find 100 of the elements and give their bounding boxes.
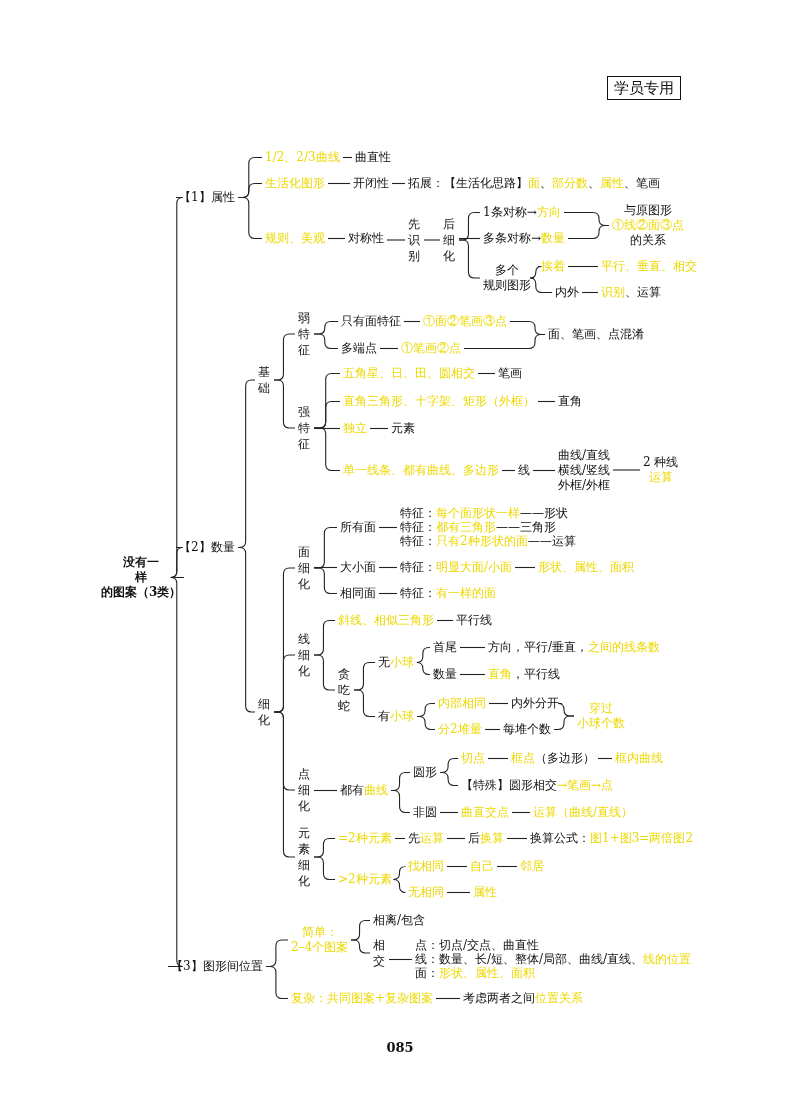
topic-text: 细化 (255, 696, 274, 728)
topic-text: 无相同 (405, 884, 447, 900)
topic-text: 形状、属性、面积 (535, 559, 637, 575)
topic-text: 面：形状、属性、面积 (412, 965, 538, 981)
topic-text: 直角，平行线 (485, 666, 563, 682)
topic-text: 单一线条、都有曲线、多边形 (340, 462, 502, 478)
connector-line (416, 646, 431, 664)
topic-text: 非圆 (410, 804, 440, 820)
connector-line (458, 237, 481, 240)
connector-line (484, 728, 501, 731)
topic-text: 挨着 (538, 258, 568, 274)
topic-text: 简单：2–4个图案 (288, 925, 352, 955)
topic-text: 每堆个数 (500, 721, 554, 737)
connector-line (612, 469, 641, 471)
topic-text: 线：数量、长/短、整体/局部、曲线/直线、线的位置 (412, 951, 695, 967)
topic-text: 大小面 (337, 559, 379, 575)
topic-text: ①面②笔画③点 (420, 313, 510, 329)
topic-text: 直角三角形、十字架、矩形（外框） (340, 393, 538, 409)
connector-line (313, 333, 339, 350)
connector-line (496, 865, 518, 868)
topic-text: 贪吃蛇 (335, 666, 354, 714)
connector-line (567, 265, 599, 268)
topic-text: 1/2、2/3曲线 (262, 149, 343, 165)
topic-text: 点细化 (295, 766, 314, 814)
connector-line (477, 372, 496, 375)
connector-line (446, 891, 471, 894)
connector-line (439, 771, 459, 787)
topic-text: 面细化 (295, 544, 314, 592)
connector-line (416, 715, 436, 731)
connector-line (378, 566, 398, 569)
topic-text: 面、笔画、点混淆 (545, 326, 647, 342)
topic-text: 1条对称→方向 (480, 204, 564, 220)
connector-line (394, 837, 406, 840)
topic-text: 首尾 (430, 639, 460, 655)
topic-text: 曲直交点 (458, 804, 512, 820)
topic-text: 多端点 (338, 340, 380, 356)
topic-text: 2 种线运算 (640, 455, 682, 485)
topic-text: 邻居 (517, 858, 547, 874)
topic-text: 只有面特征 (338, 313, 404, 329)
topic-text: 平行线 (453, 612, 495, 628)
topic-text: 点：切点/交点、曲直性 (412, 937, 543, 953)
topic-text: 复杂：共同图案+复杂图案 (288, 990, 437, 1006)
connector-line (378, 526, 398, 529)
topic-text: 斜线、相似三角形 (335, 612, 437, 628)
connector-line (529, 277, 553, 294)
connector-line (459, 673, 486, 676)
topic-text: 相交 (370, 937, 389, 969)
connector-line (501, 469, 516, 472)
connector-line (265, 965, 289, 1000)
topic-text: 换算公式：图1+图3=两倍图2 (527, 830, 696, 846)
topic-text: 数量 (430, 666, 460, 682)
topic-text: 后换算 (465, 830, 507, 846)
topic-text: 开闭性 (350, 175, 392, 191)
topic-text: 运算（曲线/直线） (530, 804, 637, 820)
connector-line (439, 811, 459, 814)
connector-line (342, 156, 353, 159)
connector-line (350, 939, 371, 954)
connector-line (463, 333, 546, 350)
connector-line (391, 182, 406, 185)
topic-text: 内外分开 (508, 695, 562, 711)
topic-text: 特征：只有2种形状的面——运算 (397, 533, 579, 549)
topic-text: 五角星、日、田、圆相交 (340, 365, 478, 381)
connector-line (167, 576, 185, 968)
connector-line (435, 997, 461, 1000)
topic-text: 相同面 (337, 585, 379, 601)
connector-line (459, 646, 486, 649)
connector-line (386, 239, 406, 241)
topic-text: 线细化 (295, 631, 314, 679)
connector-line (488, 702, 509, 705)
topic-text: 元素 (388, 420, 418, 436)
topic-text: 找相同 (405, 858, 447, 874)
topic-text: 【1】属性 (176, 189, 238, 205)
connector-line (553, 715, 575, 731)
connector-line (378, 592, 398, 595)
connector-line (313, 427, 341, 472)
connector-line (423, 239, 441, 241)
topic-text: 无小球 (375, 654, 417, 670)
topic-text: 切点 (458, 750, 488, 766)
topic-text: 特征：有一样的面 (397, 585, 499, 601)
connector-line (273, 379, 296, 429)
connector-line (388, 958, 413, 961)
topic-text: 基础 (255, 364, 274, 396)
connector-line (532, 469, 556, 472)
connector-line (237, 196, 263, 240)
topic-text: 穿过小球个数 (574, 701, 628, 731)
topic-text: 圆形 (410, 764, 440, 780)
connector-line (237, 546, 256, 713)
connector-line (537, 400, 556, 403)
connector-line (327, 237, 346, 240)
connector-line (313, 654, 336, 691)
topic-text: 独立 (340, 420, 370, 436)
topic-text: 分2堆量 (435, 721, 485, 737)
topic-text: 内外 (552, 284, 582, 300)
topic-text: 没有一样的图案（3类） (98, 554, 185, 600)
connector-line (327, 182, 351, 185)
topic-text: >2种元素 (335, 871, 395, 887)
topic-text: 曲直性 (352, 149, 394, 165)
connector-line (403, 320, 421, 323)
topic-text: 后细化 (440, 216, 459, 264)
topic-text: 相离/包含 (370, 912, 429, 928)
